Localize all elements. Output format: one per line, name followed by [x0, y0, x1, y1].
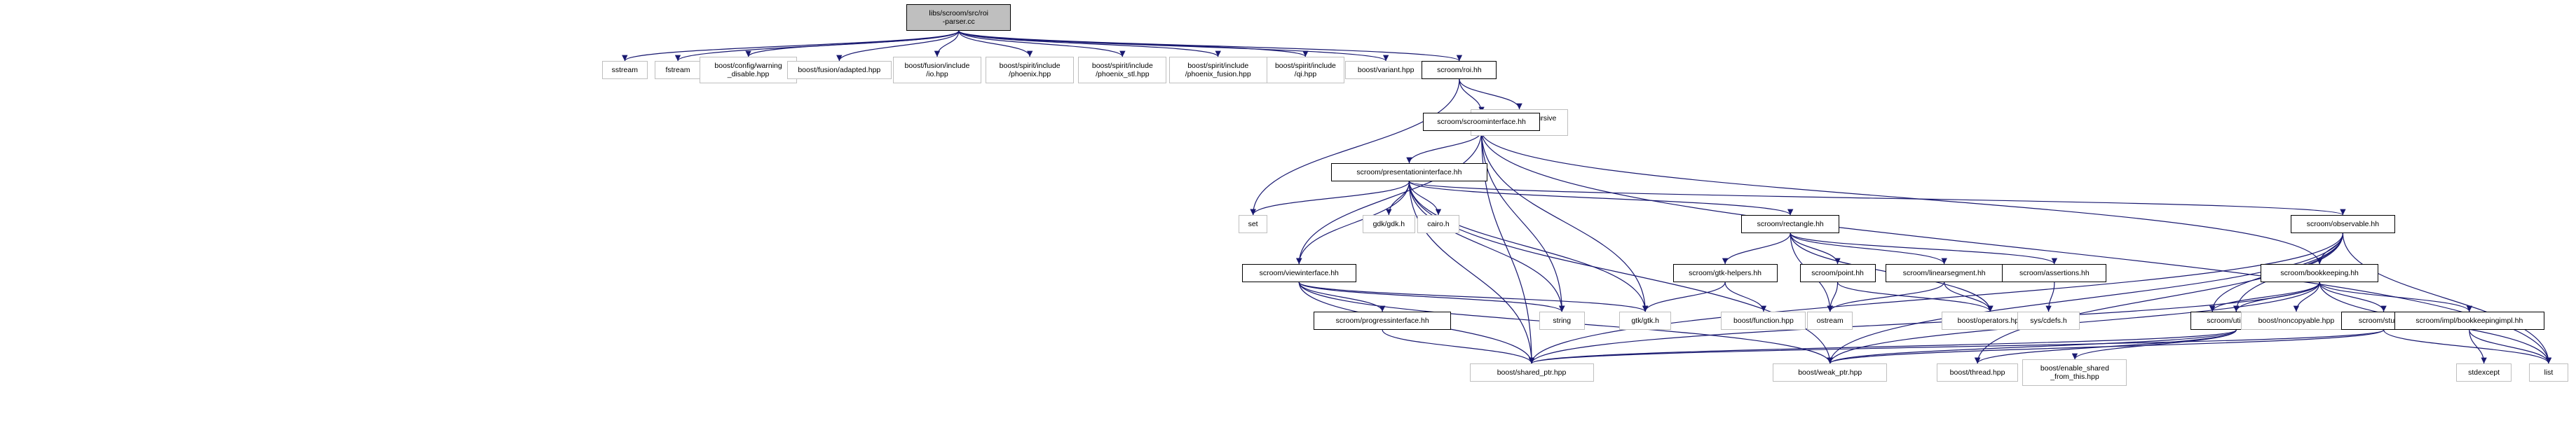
edge-scroominterface-to-viewinterface	[1296, 130, 1483, 265]
edge-utilities-to-shared-ptr	[1529, 329, 2237, 364]
edge-stuff-to-list	[2383, 329, 2552, 364]
node-fstream: fstream	[655, 61, 701, 79]
edge-stuff-to-weak-ptr	[1827, 329, 2385, 364]
edge-roi-parser-cc-to-phoenix-stl	[958, 30, 1126, 57]
node-set: set	[1239, 215, 1268, 233]
edge-gtk-helpers-to-gtk-h	[1642, 282, 1726, 312]
node-presentationinterface[interactable]: scroom/presentationinterface.hh	[1330, 163, 1488, 181]
node-list: list	[2528, 363, 2568, 382]
node-gdk-h: gdk/gdk.h	[1363, 215, 1415, 233]
edge-roi-parser-cc-to-roi-hh	[958, 30, 1462, 62]
node-roi-hh[interactable]: scroom/roi.hh	[1422, 61, 1497, 79]
node-weak-ptr: boost/weak_ptr.hpp	[1773, 363, 1888, 382]
edge-observable-to-shared-ptr	[1528, 233, 2344, 364]
node-roi-parser-cc[interactable]: libs/scroom/src/roi -parser.cc	[906, 4, 1011, 31]
edge-progressinterface-to-shared-ptr	[1382, 329, 1535, 364]
edge-linearsegment-to-ostream	[1827, 282, 1945, 312]
edge-roi-hh-to-scroominterface	[1459, 78, 1485, 113]
edge-scroominterface-to-presentationinterface	[1406, 130, 1483, 164]
node-phoenix-fusion: boost/spirit/include /phoenix_fusion.hpp	[1168, 57, 1267, 83]
edge-roi-parser-cc-to-warning-disable	[745, 30, 960, 57]
edge-presentationinterface-to-set	[1250, 181, 1410, 216]
node-progressinterface[interactable]: scroom/progressinterface.hh	[1314, 312, 1451, 330]
node-cdefs: sys/cdefs.h	[2017, 312, 2080, 330]
node-viewinterface[interactable]: scroom/viewinterface.hh	[1241, 264, 1356, 282]
edge-stuff-to-shared-ptr	[1529, 329, 2385, 364]
node-point[interactable]: scroom/point.hh	[1799, 264, 1876, 282]
edge-roi-parser-cc-to-fusion-io	[934, 30, 960, 57]
edge-scroominterface-to-bookkeeping	[1480, 130, 2323, 265]
edge-rectangle-to-gtk-helpers	[1722, 233, 1791, 265]
node-bookkeepingimpl[interactable]: scroom/impl/bookkeepingimpl.hh	[2394, 312, 2544, 330]
edge-bookkeepingimpl-to-list	[2469, 329, 2552, 364]
edge-point-to-operators	[1836, 282, 1994, 312]
node-string: string	[1539, 312, 1585, 330]
node-warning-disable: boost/config/warning _disable.hpp	[699, 57, 798, 83]
edge-bookkeeping-to-bookkeepingimpl	[2319, 282, 2472, 312]
edge-roi-hh-to-set	[1250, 78, 1460, 216]
node-rectangle[interactable]: scroom/rectangle.hh	[1741, 215, 1840, 233]
edge-roi-parser-cc-to-phoenix-fusion	[958, 30, 1221, 57]
edge-rectangle-to-assertions	[1790, 233, 2057, 265]
node-fusion-io: boost/fusion/include /io.hpp	[893, 57, 981, 83]
edge-presentationinterface-to-gtk-h	[1408, 181, 1649, 312]
edge-presentationinterface-to-rectangle	[1408, 181, 1794, 216]
node-enable-shared: boost/enable_shared _from_this.hpp	[2022, 359, 2127, 386]
node-noncopyable: boost/noncopyable.hpp	[2240, 312, 2352, 330]
edge-bookkeeping-to-shared-ptr	[1529, 282, 2320, 364]
node-gtk-helpers[interactable]: scroom/gtk-helpers.hh	[1672, 264, 1778, 282]
node-variant: boost/variant.hpp	[1344, 61, 1427, 79]
edge-rectangle-to-point	[1790, 233, 1841, 265]
node-ostream: ostream	[1807, 312, 1853, 330]
edge-presentationinterface-to-string	[1408, 181, 1565, 312]
edge-rectangle-to-linearsegment	[1790, 233, 1947, 265]
node-phoenix-stl: boost/spirit/include /phoenix_stl.hpp	[1078, 57, 1167, 83]
edge-scroominterface-to-string	[1480, 130, 1565, 312]
edge-scroominterface-to-gtk-h	[1480, 130, 1649, 312]
edge-viewinterface-to-gtk-h	[1298, 282, 1649, 312]
edge-presentationinterface-to-gdk-h	[1386, 181, 1410, 216]
edge-roi-parser-cc-to-sstream	[622, 30, 960, 62]
edge-bookkeeping-to-noncopyable	[2293, 282, 2320, 312]
node-gtk-h: gtk/gtk.h	[1618, 312, 1672, 330]
edge-roi-parser-cc-to-fusion-adapted	[836, 30, 960, 62]
edge-roi-hh-to-recursive-variant	[1459, 78, 1522, 110]
node-phoenix: boost/spirit/include /phoenix.hpp	[986, 57, 1075, 83]
edge-observable-to-thread	[1974, 233, 2344, 364]
edge-roi-parser-cc-to-phoenix	[958, 30, 1033, 57]
node-qi: boost/spirit/include /qi.hpp	[1266, 57, 1345, 83]
node-stdexcept: stdexcept	[2456, 363, 2512, 382]
node-cairo-h: cairo.h	[1417, 215, 1460, 233]
edge-utilities-to-weak-ptr	[1827, 329, 2237, 364]
edge-bookkeeping-to-map	[2209, 282, 2320, 312]
edge-viewinterface-to-progressinterface	[1298, 282, 1386, 312]
edge-bookkeeping-to-stuff	[2319, 282, 2387, 312]
edge-bookkeepingimpl-to-stdexcept	[2469, 329, 2487, 364]
edge-observable-to-weak-ptr	[1827, 233, 2344, 364]
node-fusion-adapted: boost/fusion/adapted.hpp	[786, 61, 892, 79]
node-shared-ptr: boost/shared_ptr.hpp	[1469, 363, 1594, 382]
node-thread: boost/thread.hpp	[1936, 363, 2019, 382]
edge-linearsegment-to-operators	[1944, 282, 1994, 312]
node-observable[interactable]: scroom/observable.hh	[2290, 215, 2395, 233]
edge-roi-parser-cc-to-variant	[958, 30, 1389, 62]
node-sstream: sstream	[601, 61, 648, 79]
node-assertions[interactable]: scroom/assertions.hh	[2002, 264, 2107, 282]
edge-utilities-to-enable-shared	[2071, 329, 2237, 360]
node-bookkeeping[interactable]: scroom/bookkeeping.hh	[2261, 264, 2378, 282]
edge-presentationinterface-to-viewinterface	[1296, 181, 1410, 265]
node-scroominterface[interactable]: scroom/scroominterface.hh	[1422, 113, 1541, 131]
edge-assertions-to-cdefs	[2045, 282, 2055, 312]
node-linearsegment[interactable]: scroom/linearsegment.hh	[1885, 264, 2003, 282]
edge-viewinterface-to-string	[1298, 282, 1565, 312]
edge-gtk-helpers-to-function-hpp	[1724, 282, 1767, 312]
node-function-hpp: boost/function.hpp	[1721, 312, 1806, 330]
edge-presentationinterface-to-shared-ptr	[1408, 181, 1535, 364]
edge-presentationinterface-to-observable	[1408, 181, 2346, 216]
edge-observable-to-list	[2342, 233, 2552, 364]
